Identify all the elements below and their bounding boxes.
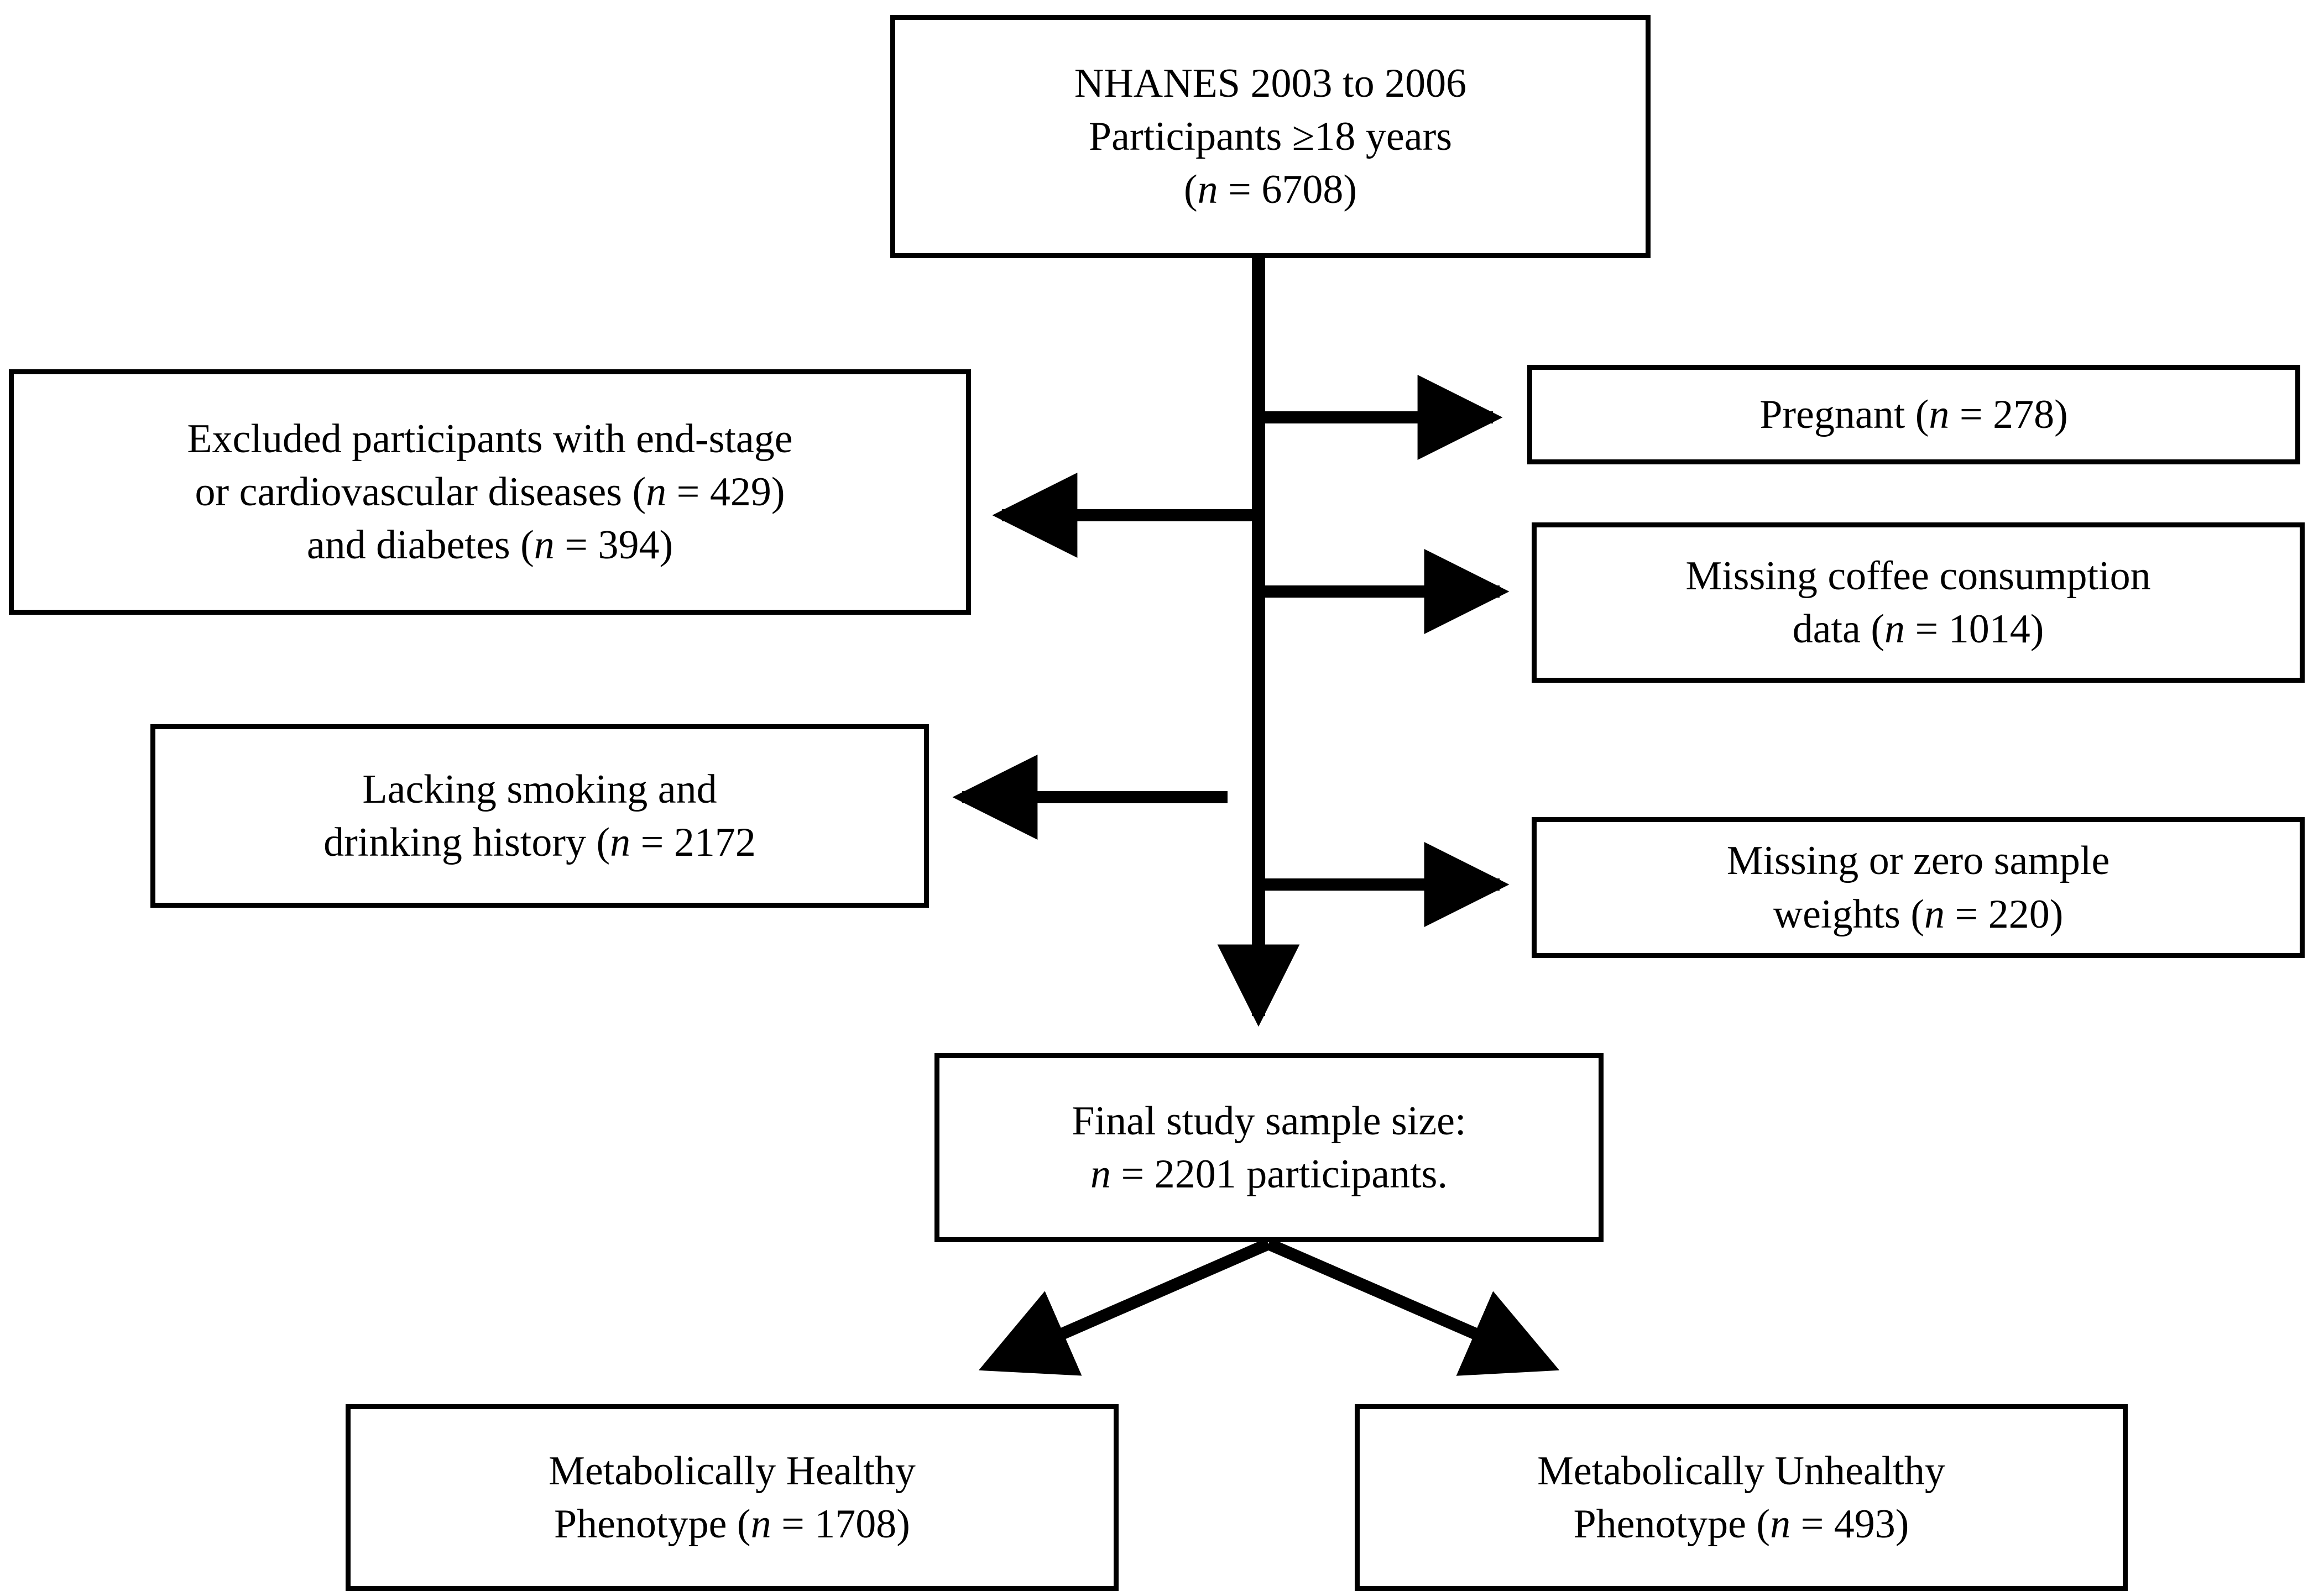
healthy-line-1: Metabolically Healthy bbox=[549, 1448, 916, 1494]
final-line-1: Final study sample size: bbox=[1072, 1098, 1466, 1144]
weights-line-1: Missing or zero sample bbox=[1726, 838, 2110, 884]
node-pregnant: Pregnant (n = 278) bbox=[1527, 365, 2300, 464]
source-line-1: NHANES 2003 to 2006 bbox=[1074, 60, 1467, 106]
smoking-line-1: Lacking smoking and bbox=[362, 766, 717, 812]
weights-line-2: weights (n = 220) bbox=[1773, 891, 2064, 937]
excluded-line-3: and diabetes (n = 394) bbox=[306, 522, 673, 568]
edge-final-to-healthy bbox=[978, 1238, 1271, 1376]
unhealthy-line-1: Metabolically Unhealthy bbox=[1537, 1448, 1945, 1494]
final-line-2: n = 2201 participants. bbox=[1090, 1152, 1448, 1197]
unhealthy-line-2: Phenotype (n = 493) bbox=[1573, 1501, 1909, 1547]
coffee-line-1: Missing coffee consumption bbox=[1685, 553, 2151, 599]
pregnant-line-1: Pregnant (n = 278) bbox=[1759, 391, 2068, 437]
node-excluded-diseases: Excluded participants with end-stage or … bbox=[9, 369, 971, 615]
node-metabolically-healthy: Metabolically Healthy Phenotype (n = 170… bbox=[346, 1404, 1119, 1591]
smoking-line-2: drinking history (n = 2172 bbox=[323, 820, 756, 865]
node-final-sample-size: Final study sample size: n = 2201 partic… bbox=[934, 1053, 1604, 1242]
edge-final-to-unhealthy bbox=[1266, 1238, 1560, 1376]
node-missing-coffee-data: Missing coffee consumption data (n = 101… bbox=[1532, 522, 2305, 683]
coffee-line-2: data (n = 1014) bbox=[1792, 606, 2044, 652]
node-source-population: NHANES 2003 to 2006 Participants ≥18 yea… bbox=[890, 15, 1651, 258]
healthy-line-2: Phenotype (n = 1708) bbox=[554, 1501, 910, 1547]
excluded-line-1: Excluded participants with end-stage bbox=[187, 416, 793, 462]
node-metabolically-unhealthy: Metabolically Unhealthy Phenotype (n = 4… bbox=[1355, 1404, 2128, 1591]
excluded-line-2: or cardiovascular diseases (n = 429) bbox=[195, 469, 785, 515]
node-missing-sample-weights: Missing or zero sample weights (n = 220) bbox=[1532, 817, 2305, 958]
source-line-2: Participants ≥18 years bbox=[1088, 113, 1453, 159]
source-line-3: (n = 6708) bbox=[1183, 167, 1357, 213]
node-lacking-smoking-drinking-history: Lacking smoking and drinking history (n … bbox=[150, 724, 929, 908]
